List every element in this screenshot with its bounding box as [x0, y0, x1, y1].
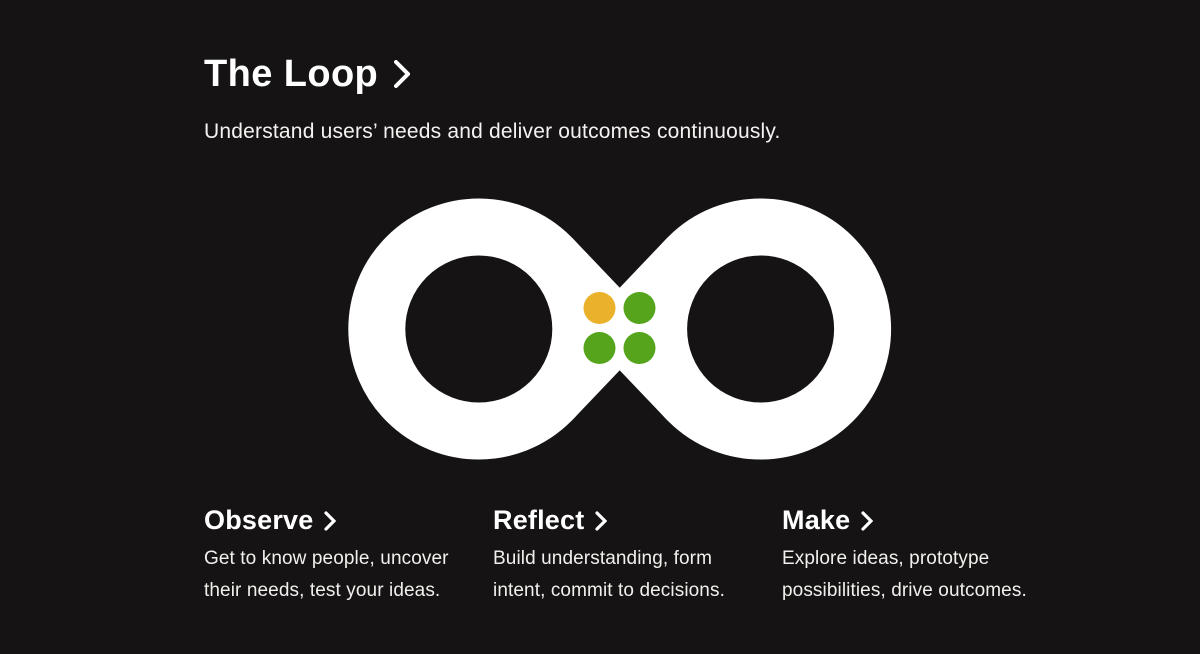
phase-reflect-description: Build understanding, form intent, commit…: [493, 548, 725, 601]
phase-make-link[interactable]: Make: [782, 507, 1071, 534]
loop-dot-bottom-right: [623, 332, 656, 364]
loop-dot-bottom-left: [583, 332, 616, 364]
phase-make: Make Explore ideas, prototype possibilit…: [782, 507, 1071, 606]
loop-crossing-stroke-ascending: [524, 230, 716, 428]
page-subtitle: Understand users’ needs and deliver outc…: [204, 120, 781, 143]
loop-left-ring: [348, 198, 610, 460]
page-title: The Loop: [204, 53, 379, 95]
title-link[interactable]: The Loop: [204, 53, 411, 95]
loop-right-ring: [630, 198, 892, 460]
loop-dot-top-left: [583, 292, 616, 324]
phase-observe-label: Observe: [204, 505, 314, 535]
chevron-right-icon: [595, 510, 608, 531]
phase-observe-link[interactable]: Observe: [204, 507, 493, 534]
phase-reflect-link[interactable]: Reflect: [493, 507, 782, 534]
phase-observe-description: Get to know people, uncover their needs,…: [204, 548, 449, 601]
loop-crossing-stroke-descending: [524, 230, 716, 428]
phase-make-label: Make: [782, 505, 851, 535]
phase-reflect-label: Reflect: [493, 505, 585, 535]
phase-make-description: Explore ideas, prototype possibilities, …: [782, 548, 1027, 601]
chevron-right-icon: [324, 510, 337, 531]
phase-reflect: Reflect Build understanding, form intent…: [493, 507, 782, 606]
chevron-right-icon: [394, 60, 411, 88]
loop-dot-top-right: [623, 292, 656, 324]
phase-columns: Observe Get to know people, uncover thei…: [204, 507, 1071, 606]
chevron-right-icon: [861, 510, 874, 531]
phase-observe: Observe Get to know people, uncover thei…: [204, 507, 493, 606]
